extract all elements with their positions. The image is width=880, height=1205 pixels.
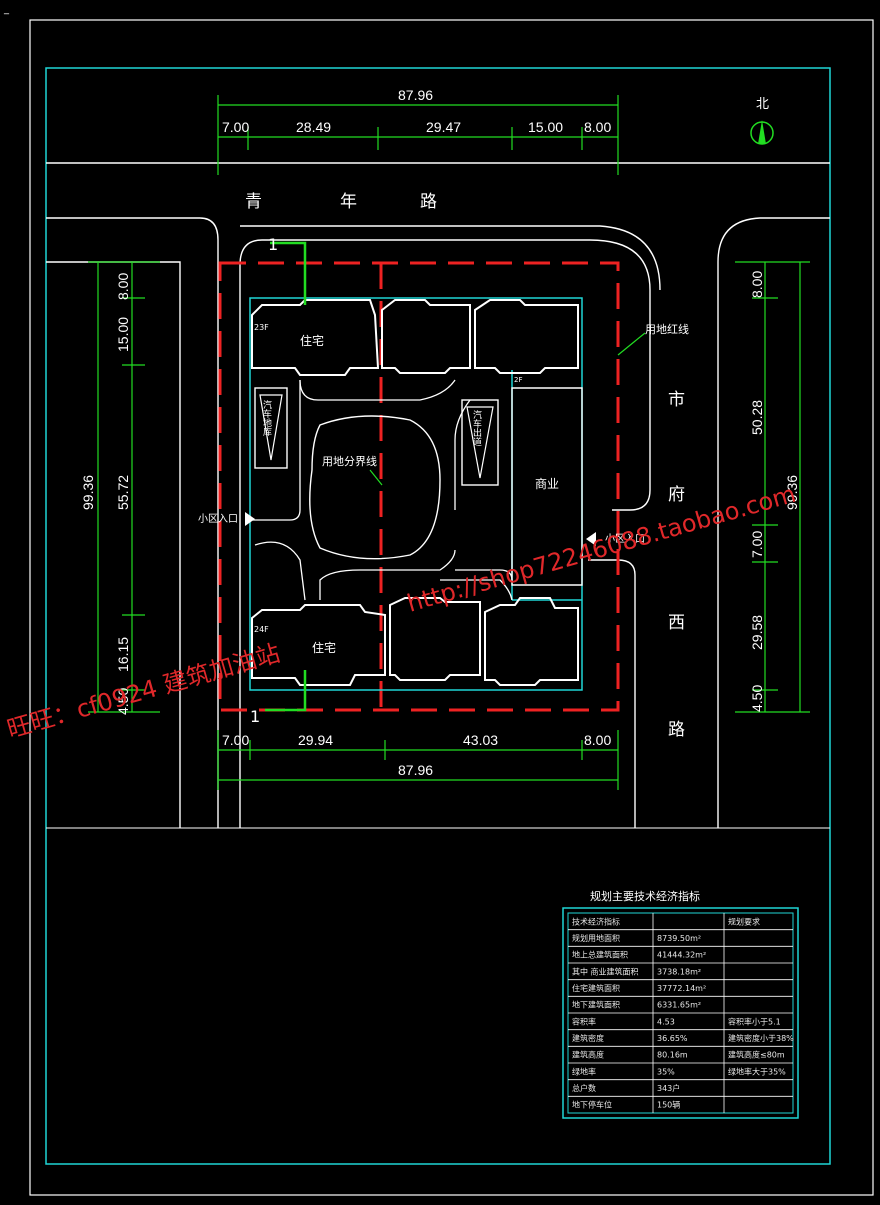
parking-left: 汽车地库	[261, 399, 272, 437]
red-line-label: 用地红线	[645, 322, 689, 336]
dim-bottom-2: 29.94	[298, 732, 333, 748]
table-cell: 35%	[657, 1067, 675, 1076]
dim-top-5: 8.00	[584, 119, 611, 135]
table-cell: 4.53	[657, 1017, 675, 1026]
table-cell: 地下停车位	[572, 1100, 612, 1110]
section-mark-bottom: 1	[250, 707, 260, 726]
road-right-4: 路	[668, 720, 685, 740]
drawing-frame: _	[3, 4, 874, 1196]
table-cell: 8739.50m²	[657, 934, 701, 943]
dim-left-2: 15.00	[115, 317, 131, 352]
road-right-2: 府	[668, 485, 685, 505]
table-cell: 住宅建筑面积	[572, 983, 620, 993]
dim-top-2: 28.49	[296, 119, 331, 135]
dim-bottom-1: 7.00	[222, 732, 249, 748]
table-cell: 总户数	[572, 1083, 596, 1093]
dim-right-4: 29.58	[749, 615, 765, 650]
road-outlines	[46, 162, 830, 828]
north-label: 北	[756, 97, 769, 112]
table-cell: 规划用地面积	[572, 933, 620, 943]
table-cell: 41444.32m²	[657, 951, 706, 960]
table-cell: 地下建筑面积	[572, 1000, 620, 1010]
dim-right-1: 8.00	[749, 271, 765, 298]
road-right-1: 市	[668, 390, 685, 410]
table-cell: 建筑高度	[572, 1050, 604, 1060]
table-cell: 地上总建筑面积	[572, 950, 628, 960]
table-grid	[568, 913, 793, 1113]
dim-left-total: 99.36	[80, 475, 96, 510]
commerce-label: 商业	[535, 476, 559, 491]
road-right-3: 西	[668, 613, 685, 633]
table-cell: 36.65%	[657, 1034, 688, 1043]
table-cell: 150辆	[657, 1100, 680, 1110]
entrance-right: 小区入口	[605, 533, 645, 545]
table-cell: 容积率	[572, 1016, 596, 1026]
dim-left-1: 8.00	[115, 273, 131, 300]
section-mark-top: 1	[268, 235, 278, 254]
road-qing: 青	[245, 192, 262, 212]
section-markers	[265, 241, 307, 712]
dim-bottom-total: 87.96	[398, 762, 433, 778]
table-cell: 37772.14m²	[657, 984, 706, 993]
dim-left-5: 4.50	[115, 688, 131, 715]
table-cell: 建筑密度	[572, 1033, 604, 1043]
dim-bottom-3: 43.03	[463, 732, 498, 748]
boundary-label: 用地分界线	[322, 454, 377, 468]
parking-right: 汽车出道	[471, 409, 482, 447]
dim-left-3: 55.72	[115, 475, 131, 510]
table-cell: 其中 商业建筑面积	[572, 966, 639, 976]
floors-top: 23F	[254, 323, 269, 332]
dim-top-4: 15.00	[528, 119, 563, 135]
dim-right-2: 50.28	[749, 400, 765, 435]
residence-label-top: 住宅	[300, 333, 324, 348]
dim-right-5: 4.50	[749, 685, 765, 712]
dimension-lines	[88, 95, 810, 790]
table-cell: 绿地率大于35%	[728, 1066, 786, 1076]
road-nian: 年	[340, 192, 357, 212]
table-cell: 技术经济指标	[572, 916, 620, 926]
dim-right-3: 7.00	[749, 531, 765, 558]
entrance-left: 小区入口	[198, 513, 238, 525]
svg-text:_: _	[3, 4, 10, 15]
site-red-line	[218, 261, 620, 712]
watermark-2: http://shop72246088.taobao.com	[404, 480, 799, 618]
north-arrow-icon	[750, 120, 774, 145]
table-cell: 建筑密度小于38%	[728, 1033, 794, 1043]
table-cell: 6331.65m²	[657, 1001, 701, 1010]
table-cell: 3738.18m²	[657, 967, 701, 976]
floors-bottom: 24F	[254, 625, 269, 634]
table-cell: 绿地率	[572, 1066, 596, 1076]
dim-top-1: 7.00	[222, 119, 249, 135]
dim-bottom-4: 8.00	[584, 732, 611, 748]
dim-top-3: 29.47	[426, 119, 461, 135]
dim-left-4: 16.15	[115, 637, 131, 672]
residence-label-bottom: 住宅	[312, 640, 336, 655]
entrance-arrows	[245, 512, 596, 546]
site-plan-buildings	[250, 299, 583, 686]
table-cell: 343户	[657, 1083, 680, 1093]
table-title: 规划主要技术经济指标	[590, 889, 700, 903]
floors-commerce: 2F	[514, 376, 522, 384]
table-cell: 建筑高度≤80m	[728, 1050, 785, 1060]
table-cell: 容积率小于5.1	[728, 1016, 781, 1026]
road-lu: 路	[420, 192, 437, 212]
table-cell: 80.16m	[657, 1051, 688, 1060]
table-cell: 规划要求	[728, 916, 760, 926]
dim-right-total: 99.36	[784, 475, 800, 510]
dim-top-total: 87.96	[398, 87, 433, 103]
